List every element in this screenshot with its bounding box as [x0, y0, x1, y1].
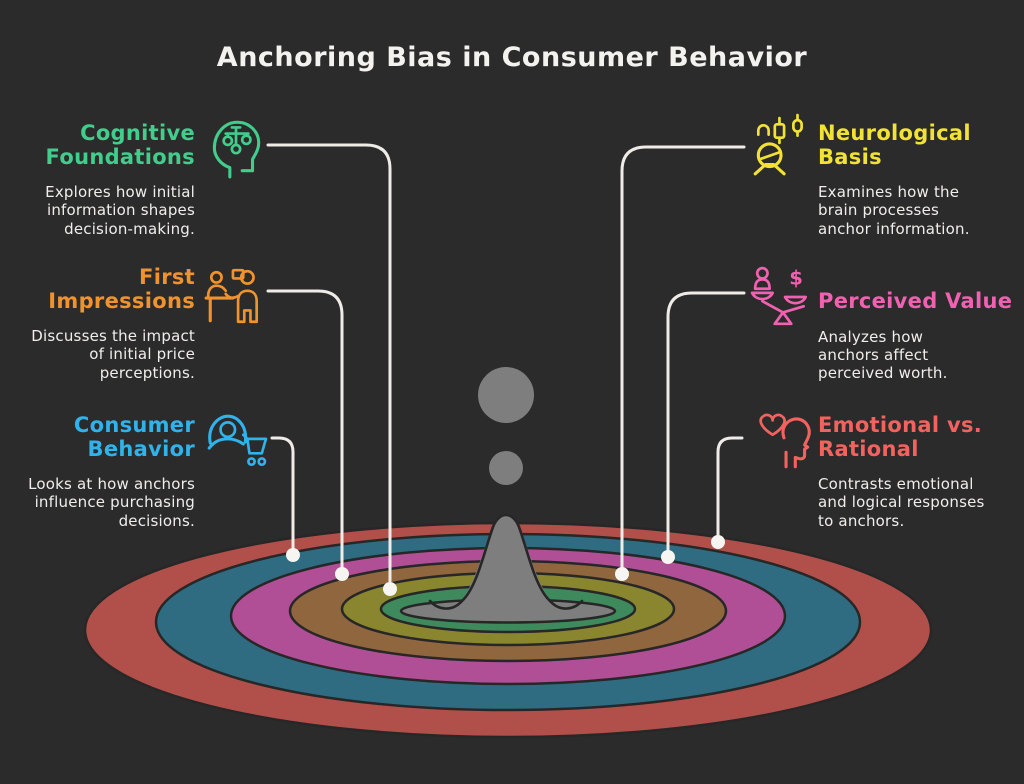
section-heading: Consumer Behavior — [73, 413, 195, 461]
section-heading: Perceived Value — [818, 289, 1013, 313]
connector-neuro — [620, 145, 746, 569]
dot-consumer — [286, 548, 300, 562]
connector-cognitive — [266, 143, 392, 583]
connector-consumer — [270, 436, 295, 550]
splash-column — [442, 515, 570, 620]
value-balance-icon: $ — [750, 262, 816, 332]
section-cognitive-foundations: Cognitive Foundations Explores how initi… — [10, 121, 195, 238]
dot-neuro — [615, 567, 629, 581]
person-with-charts-icon — [748, 112, 814, 182]
section-heading: Neurological Basis — [818, 121, 971, 169]
section-heading: First Impressions — [48, 265, 195, 313]
dot-impressions — [335, 567, 349, 581]
section-perceived-value: Perceived Value Analyzes how anchors aff… — [818, 289, 1018, 383]
meeting-people-icon — [202, 262, 268, 332]
head-with-balance-icon — [202, 112, 268, 182]
section-heading: Emotional vs. Rational — [818, 413, 983, 461]
shopper-with-cart-icon — [202, 408, 268, 478]
dot-emotional — [711, 535, 725, 549]
section-first-impressions: First Impressions Discusses the impact o… — [10, 265, 195, 382]
section-body: Explores how initial information shapes … — [45, 183, 195, 238]
connector-emotional — [716, 436, 744, 537]
section-emotional-vs-rational: Emotional vs. Rational Contrasts emotion… — [818, 413, 1018, 530]
dollar-symbol: $ — [789, 267, 803, 290]
connector-impressions — [266, 289, 344, 569]
section-body: Discusses the impact of initial price pe… — [31, 327, 195, 382]
section-neurological-basis: Neurological Basis Examines how the brai… — [818, 121, 1008, 238]
dot-value — [661, 550, 675, 564]
connector-lines — [266, 143, 746, 583]
droplet-small — [489, 451, 523, 485]
section-body: Contrasts emotional and logical response… — [818, 475, 985, 530]
heart-head-icon — [752, 408, 818, 478]
connector-dots — [286, 535, 725, 596]
page-title: Anchoring Bias in Consumer Behavior — [216, 42, 808, 73]
section-body: Analyzes how anchors affect perceived wo… — [818, 327, 948, 383]
section-consumer-behavior: Consumer Behavior Looks at how anchors i… — [0, 413, 195, 530]
section-heading: Cognitive Foundations — [45, 121, 195, 169]
section-body: Examines how the brain processes anchor … — [818, 183, 970, 238]
section-body: Looks at how anchors influence purchasin… — [28, 475, 195, 530]
connector-value — [666, 291, 746, 552]
droplet-large — [478, 367, 534, 423]
splash-outline — [428, 513, 584, 610]
dot-cognitive — [383, 582, 397, 596]
